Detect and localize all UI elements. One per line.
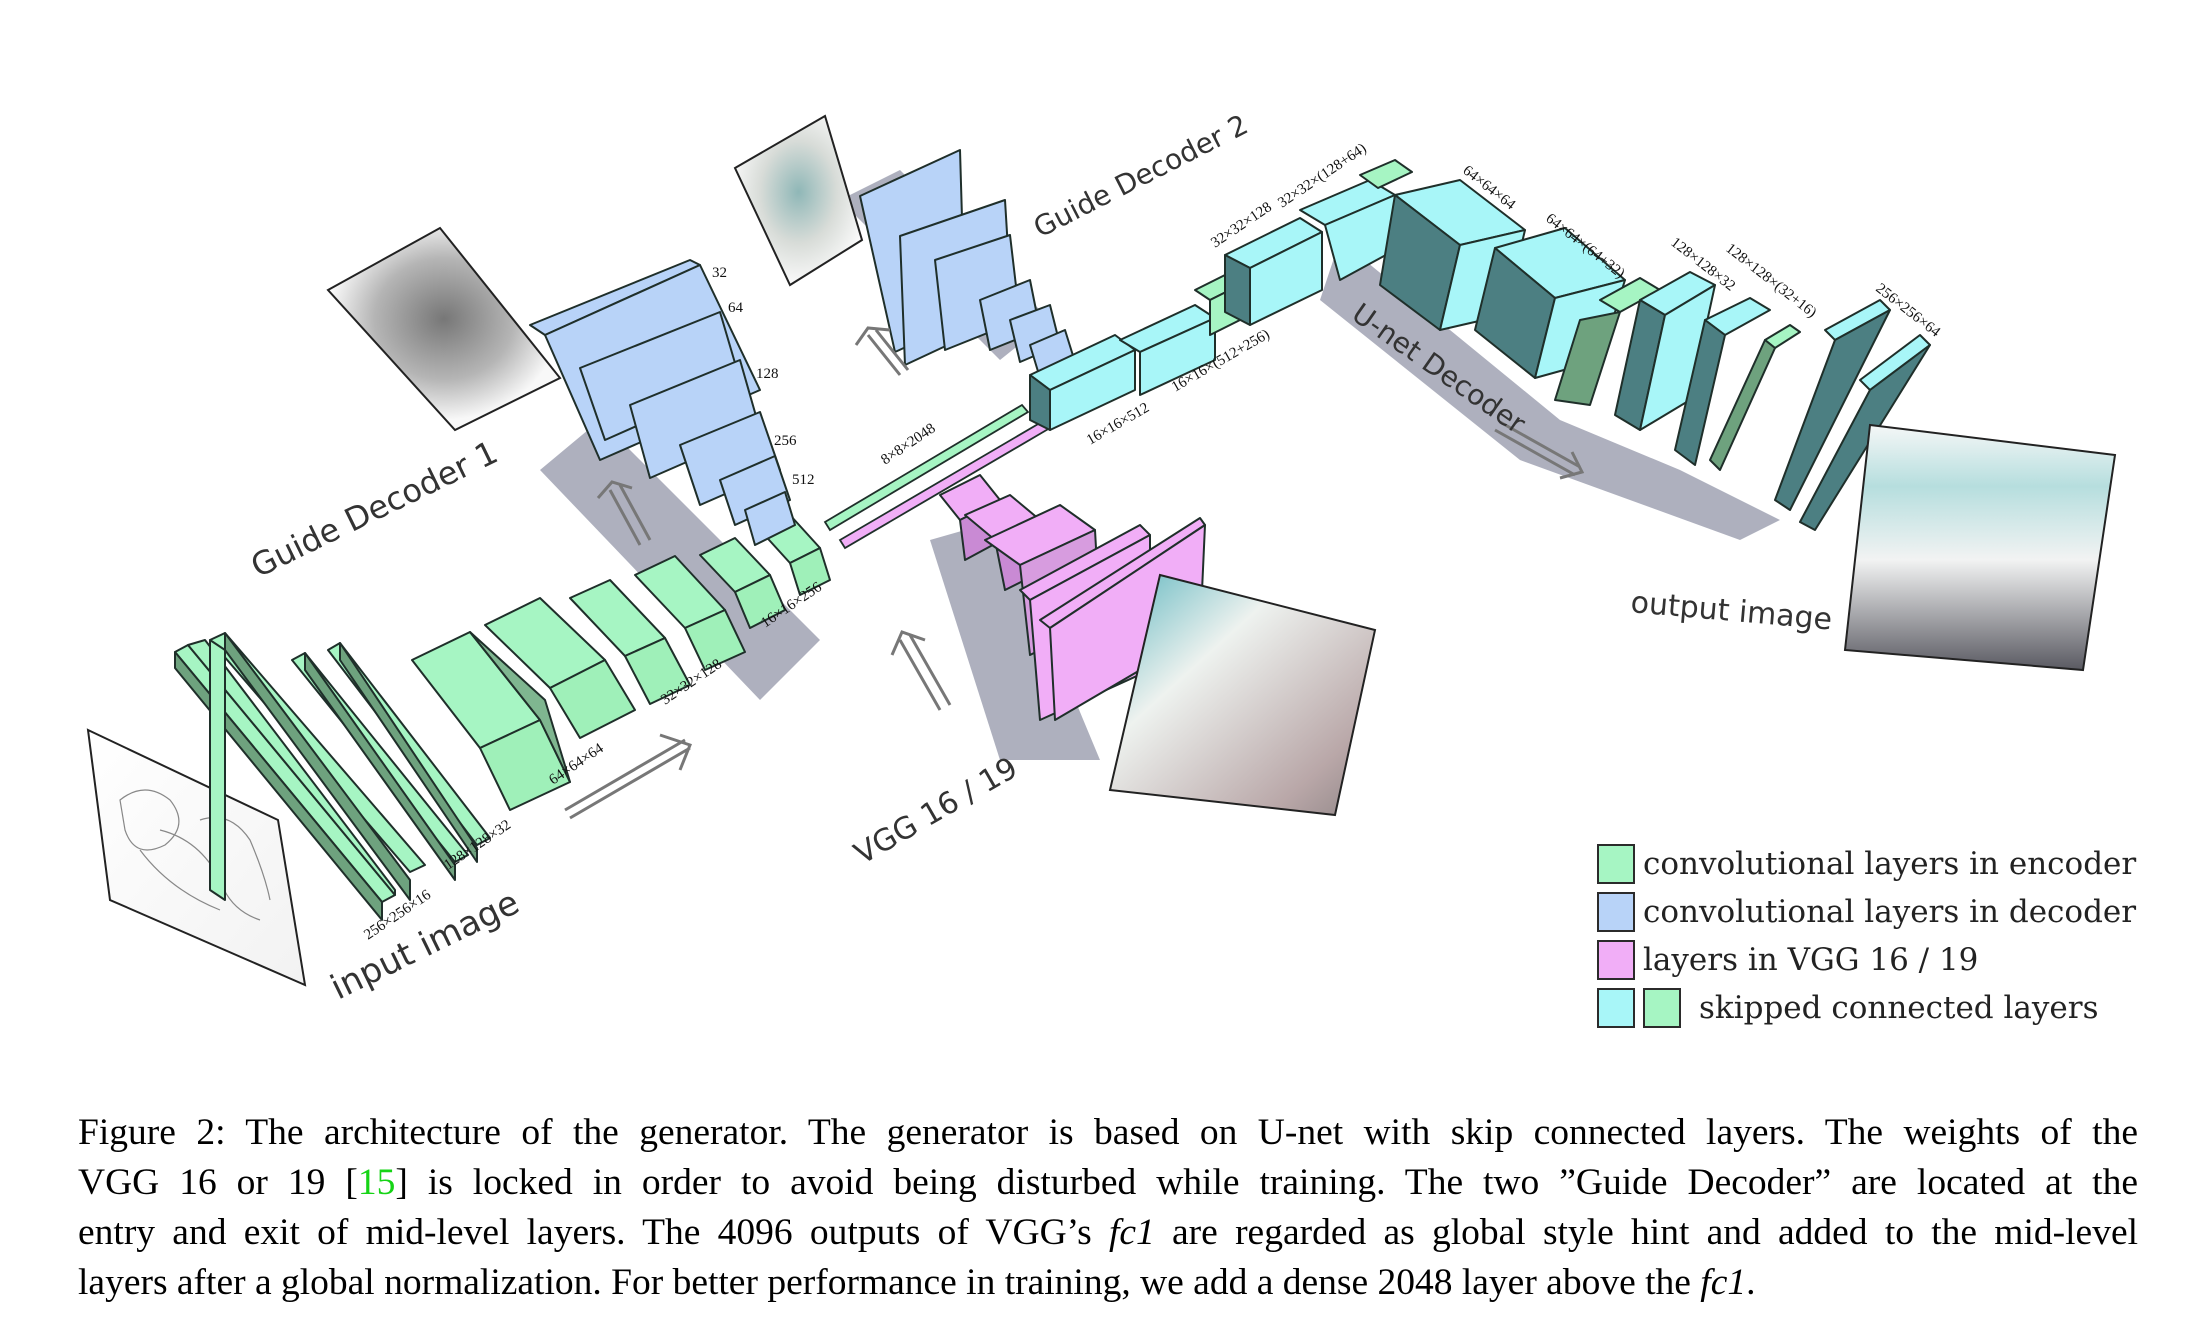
caption-text: VGG 16 or 19 [ bbox=[78, 1162, 358, 1203]
citation-link[interactable]: 15 bbox=[357, 1162, 396, 1203]
legend: convolutional layers in encoder convolut… bbox=[1597, 840, 2136, 1032]
legend-label: convolutional layers in decoder bbox=[1643, 894, 2137, 930]
output-image-label: output image bbox=[1629, 585, 1833, 637]
bottleneck-bars bbox=[823, 403, 1052, 550]
output-image bbox=[1843, 423, 2117, 672]
channel-label: 64 bbox=[728, 300, 744, 316]
guide-decoder-1-layers bbox=[529, 259, 796, 546]
figure-caption: Figure 2: The architecture of the genera… bbox=[78, 1108, 2138, 1308]
vgg-label: VGG 16 / 19 bbox=[849, 751, 1024, 872]
channel-label: 512 bbox=[792, 472, 815, 488]
style-image bbox=[1108, 573, 1377, 817]
guide-decoder-1-label: Guide Decoder 1 bbox=[245, 433, 504, 585]
legend-item-encoder: convolutional layers in encoder bbox=[1597, 840, 2136, 888]
encoder-swatch bbox=[1597, 844, 1635, 884]
guide-decoder-2-output-image bbox=[733, 114, 864, 287]
arrow-guide2-icon bbox=[854, 326, 910, 376]
channel-label: 32 bbox=[712, 265, 727, 281]
flow-arrows bbox=[564, 326, 1585, 820]
caption-line: entry and exit of mid-level layers. The … bbox=[78, 1208, 2138, 1258]
vgg-layers bbox=[939, 474, 1206, 721]
legend-item-decoder: convolutional layers in decoder bbox=[1597, 888, 2136, 936]
arrow-vgg-icon bbox=[890, 630, 952, 711]
caption-text: layers after a global normalization. For… bbox=[78, 1262, 1701, 1303]
dimension-labels: 256×256×16 128×128×32 64×64×64 32×32×128… bbox=[361, 141, 1943, 944]
skip-cyan-swatch bbox=[1597, 988, 1635, 1028]
legend-label: skipped connected layers bbox=[1699, 990, 2099, 1026]
arrow-guide1-icon bbox=[596, 480, 652, 546]
caption-line: layers after a global normalization. For… bbox=[78, 1258, 2138, 1308]
emphasis-text: fc1 bbox=[1108, 1212, 1155, 1253]
guide-decoder-2-layers bbox=[859, 149, 1076, 379]
guide-decoder-2-label: Guide Decoder 2 bbox=[1028, 108, 1253, 244]
caption-line: Figure 2: The architecture of the genera… bbox=[78, 1108, 2138, 1158]
channel-label: 256 bbox=[774, 433, 797, 449]
legend-label: layers in VGG 16 / 19 bbox=[1643, 942, 1979, 978]
generator-architecture-figure: input image output image Guide Decoder 1… bbox=[86, 108, 2117, 1008]
caption-text: entry and exit of mid-level layers. The … bbox=[78, 1212, 1109, 1253]
guide-decoder-1-output-image bbox=[326, 226, 562, 432]
channel-label: 128 bbox=[756, 366, 779, 382]
caption-text: are regarded as global style hint and ad… bbox=[1154, 1212, 2139, 1253]
legend-item-skip: skipped connected layers bbox=[1597, 984, 2136, 1032]
vgg-swatch bbox=[1597, 940, 1635, 980]
arrow-encoder-icon bbox=[564, 733, 692, 820]
decoder-swatch bbox=[1597, 892, 1635, 932]
skip-green-swatch bbox=[1643, 988, 1681, 1028]
legend-label: convolutional layers in encoder bbox=[1643, 846, 2137, 882]
arrow-unet-icon bbox=[1494, 420, 1585, 480]
legend-item-vgg: layers in VGG 16 / 19 bbox=[1597, 936, 2136, 984]
caption-text: ] is locked in order to avoid being dist… bbox=[395, 1162, 2138, 1203]
encoder-layers bbox=[174, 514, 831, 921]
caption-text: . bbox=[1746, 1262, 1756, 1303]
emphasis-text: fc1 bbox=[1700, 1262, 1747, 1303]
caption-line: VGG 16 or 19 [15] is locked in order to … bbox=[78, 1158, 2138, 1208]
caption-text: Figure 2: The architecture of the genera… bbox=[78, 1112, 2138, 1153]
unet-decoder-layers bbox=[1029, 159, 1931, 531]
